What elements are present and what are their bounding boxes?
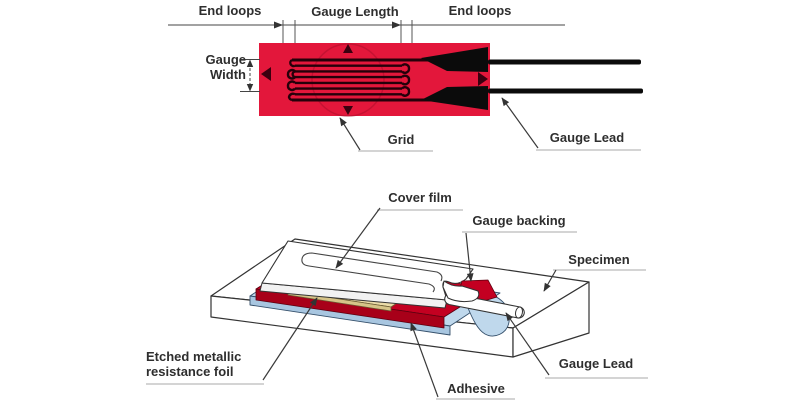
- cover-film-leader: [335, 207, 381, 269]
- lead-wire-bottom: [488, 88, 643, 94]
- gauge-length-label: Gauge Length: [311, 4, 399, 19]
- solder-tab-bottom: [421, 86, 488, 110]
- gauge-backing-leader: [465, 232, 474, 282]
- specimen-right-face: [512, 281, 590, 358]
- dim-arrow-left: [274, 21, 283, 29]
- end-loops-left-label: End loops: [198, 3, 262, 18]
- etched-foil-leader: [262, 297, 318, 381]
- specimen-leader: [543, 269, 557, 292]
- cover-film-label: Cover film: [388, 190, 452, 205]
- etched-foil-label-line2: resistance foil: [146, 364, 234, 379]
- gauge-lead-bottom-label: Gauge Lead: [558, 356, 634, 371]
- alignment-marks: [261, 44, 488, 115]
- cover-film-serpentine: [301, 252, 443, 293]
- lead-wire-top: [488, 59, 641, 65]
- grid-label: Grid: [387, 132, 415, 147]
- etched-foil-label: Etched metallic resistance foil: [146, 349, 241, 379]
- gauge-lead-cylinder-end: [514, 306, 524, 319]
- adhesive-leader: [410, 322, 439, 398]
- gauge-lead-leader: [501, 97, 539, 149]
- gauge-lead-bottom-leader: [505, 312, 550, 376]
- gauge-width-label: Gauge Width: [205, 52, 246, 82]
- grid-foil-pattern: [286, 58, 432, 102]
- end-loops-right-label: End loops: [448, 3, 512, 18]
- adhesive-label: Adhesive: [447, 381, 505, 396]
- construction-view: [146, 207, 648, 400]
- solder-tab-top: [421, 47, 488, 72]
- gauge-width-arrow-up: [246, 59, 254, 67]
- cover-film-tongue: [442, 280, 480, 303]
- gauge-width-arrow-down: [246, 84, 254, 92]
- construction-leaders: [262, 207, 557, 398]
- gauge-lead-top-label: Gauge Lead: [549, 130, 625, 145]
- etched-foil-label-line1: Etched metallic: [146, 349, 242, 364]
- construction-underlines: [146, 209, 648, 400]
- grid-leader: [339, 117, 361, 151]
- gauge-backing-label: Gauge backing: [472, 213, 566, 228]
- dim-arrow-right: [392, 21, 401, 29]
- specimen-label: Specimen: [568, 252, 630, 267]
- top-view-gauge: [168, 20, 643, 152]
